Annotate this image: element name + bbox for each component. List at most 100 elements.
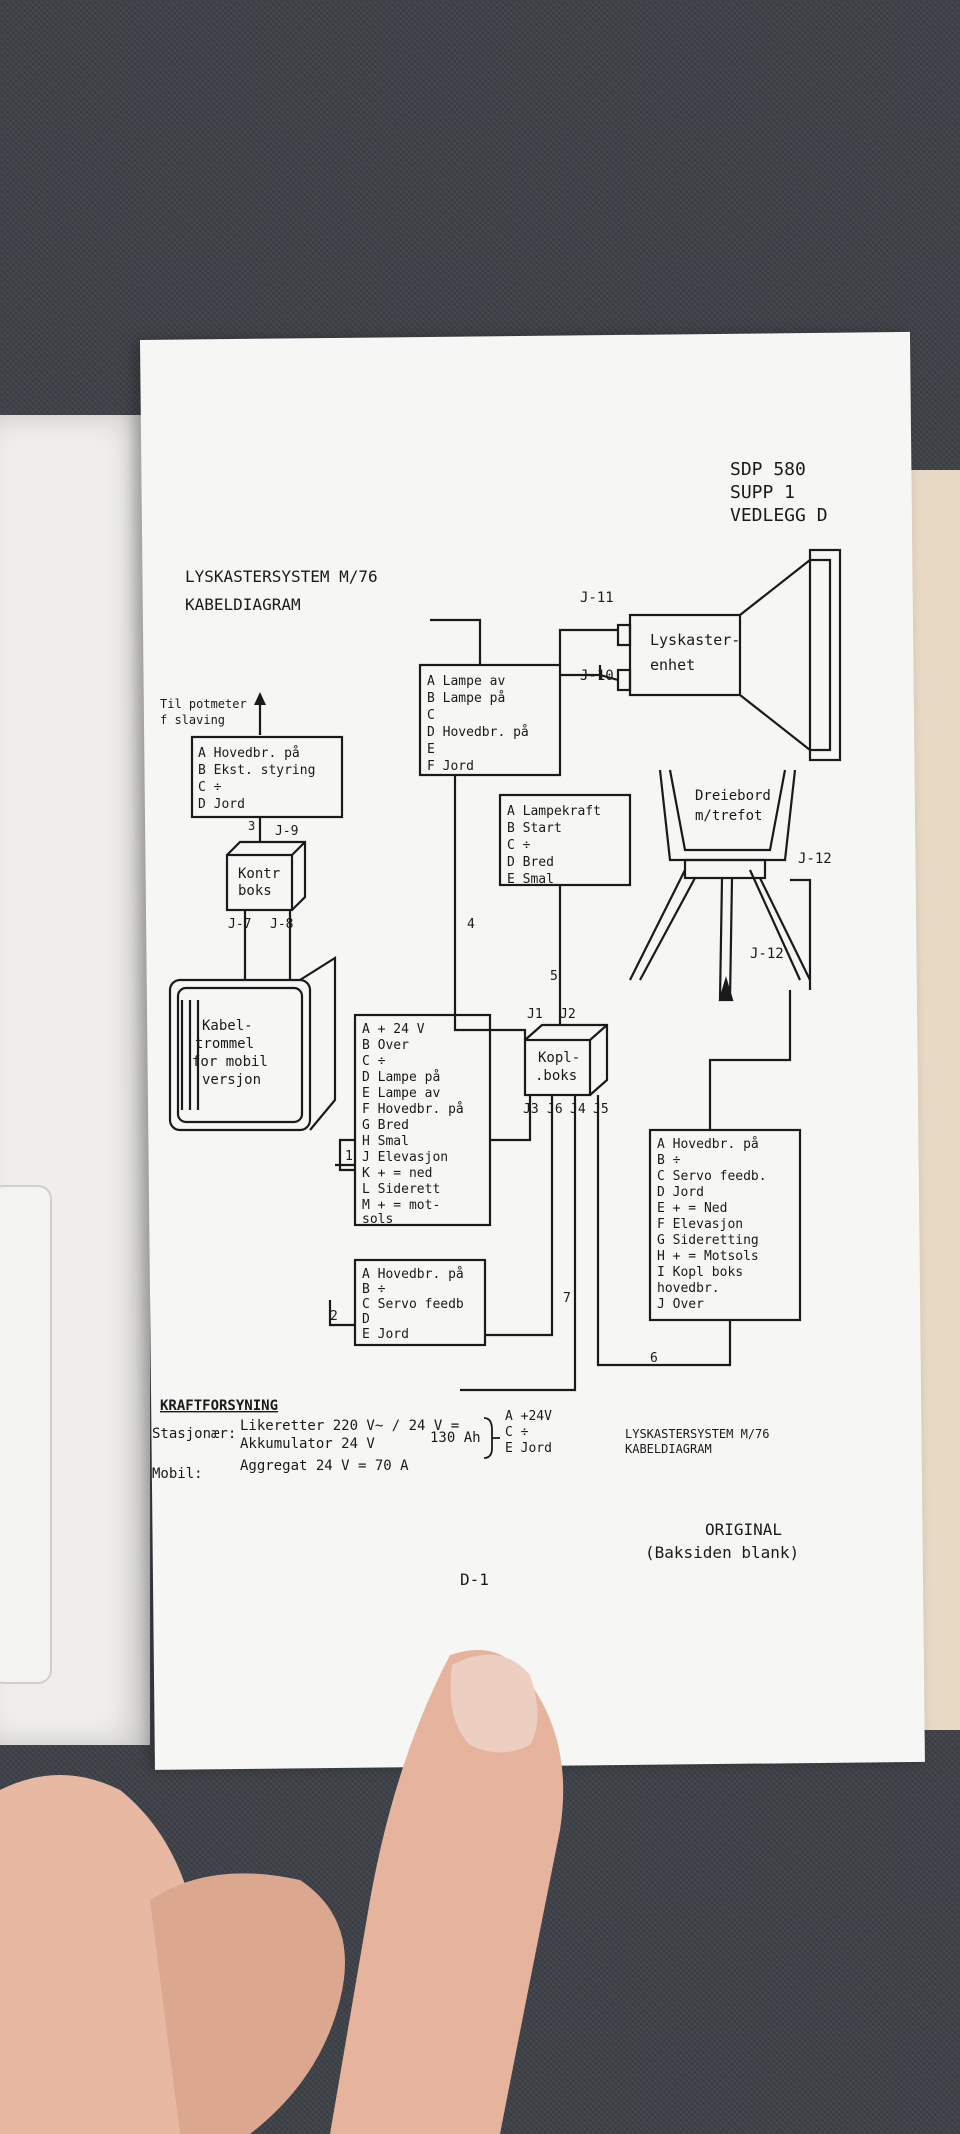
cable-5: 5: [550, 969, 558, 984]
power-heading: KRAFTFORSYNING: [160, 1398, 278, 1414]
pin-text: A Hovedbr. på: [198, 746, 300, 761]
brace-icon: [483, 1417, 500, 1459]
pin-text: A Hovedbr. på: [657, 1137, 759, 1152]
cable-6: 6: [650, 1351, 658, 1366]
power-out-c: C ÷: [505, 1425, 529, 1440]
footer-caption-2: KABELDIAGRAM: [625, 1442, 712, 1456]
connector-j8: J-8: [270, 917, 293, 932]
kopl-label-2: .boks: [535, 1068, 577, 1084]
lyskaster-label-2: enhet: [650, 656, 695, 674]
stationary-line2: Akkumulator 24 V: [240, 1436, 375, 1452]
lampe-pin-list: A Lampe av B Lampe på C D Hovedbr. på E …: [427, 674, 529, 774]
pin-text: K + = ned: [362, 1166, 432, 1181]
pin-text: B Ekst. styring: [198, 763, 315, 778]
kabel-label-1: Kabel-: [202, 1018, 253, 1034]
pin-text: C ÷: [362, 1054, 386, 1069]
title-line1: LYSKASTERSYSTEM M/76: [185, 567, 378, 586]
servo-pin-list: A Hovedbr. på B ÷ C Servo feedb D E Jord: [362, 1267, 464, 1342]
appendix-label: VEDLEGG D: [730, 505, 828, 526]
pin-text: hovedbr.: [657, 1281, 720, 1296]
pin-text: I Kopl boks: [657, 1265, 743, 1280]
cable-3: 3: [248, 819, 255, 833]
kontr-pin-box: [190, 735, 344, 819]
kabel-pin-list: A + 24 V B Over C ÷ D Lampe på E Lampe a…: [362, 1022, 464, 1227]
kontr-pin-list: A Hovedbr. på B Ekst. styring C ÷ D Jord: [198, 746, 315, 812]
kopl-label-1: Kopl-: [538, 1050, 580, 1066]
kontr-boks: [225, 840, 307, 912]
power-out-a: A +24V: [505, 1409, 552, 1424]
pin-text: H + = Motsols: [657, 1249, 759, 1264]
connector-j1: J1: [527, 1007, 543, 1022]
footer-caption-1: LYSKASTERSYSTEM M/76: [625, 1427, 770, 1441]
pin-text: E Jord: [362, 1327, 409, 1342]
kontr-label-2: boks: [238, 883, 272, 899]
stationary-capacity: 130 Ah: [430, 1430, 481, 1446]
stationary-label: Stasjonær:: [152, 1426, 236, 1442]
pin-text: D Jord: [657, 1185, 704, 1200]
power-out-e: E Jord: [505, 1441, 552, 1456]
pin-text: A Lampekraft: [507, 804, 601, 819]
pin-text: F Jord: [427, 759, 474, 774]
pin-text: F Elevasjon: [657, 1217, 743, 1232]
pin-text: B Over: [362, 1038, 409, 1053]
pin-text: A Hovedbr. på: [362, 1267, 464, 1282]
kabel-label-3: for mobil: [192, 1054, 268, 1070]
supp-label: SUPP 1: [730, 482, 795, 503]
potmeter-label-2: f slaving: [160, 713, 225, 727]
cable-diagram: SDP 580 SUPP 1 VEDLEGG D LYSKASTERSYSTEM…: [152, 459, 842, 1589]
dreiebord-pin-list: A Hovedbr. på B ÷ C Servo feedb. D Jord …: [657, 1137, 767, 1312]
original-label: ORIGINAL: [705, 1520, 782, 1539]
pin-text: E Lampe av: [362, 1086, 440, 1101]
cable-1: 1: [345, 1149, 353, 1164]
pin-text: D: [362, 1312, 370, 1327]
page-number: D-1: [460, 1570, 489, 1589]
pin-text: L Siderett: [362, 1182, 440, 1197]
pin-text: E Smal: [507, 872, 554, 887]
connector-j9: J-9: [275, 824, 298, 839]
pin-text: D Jord: [198, 797, 245, 812]
kabel-label-2: trommel: [195, 1036, 254, 1052]
cable-4: 4: [467, 917, 475, 932]
doc-id: SDP 580: [730, 459, 806, 480]
left-page: [0, 415, 150, 1745]
lyskaster-label-1: Lyskaster-: [650, 631, 740, 649]
pin-text: C Servo feedb: [362, 1297, 464, 1312]
kabeltrommel: [168, 956, 337, 1132]
lampekraft-pin-box: [498, 793, 632, 887]
kopl-boks: [523, 1023, 609, 1097]
pin-text: E: [427, 742, 435, 757]
lampe-pin-box: [418, 663, 562, 777]
pin-text: B Lampe på: [427, 691, 505, 706]
pin-text: B ÷: [657, 1153, 681, 1168]
pin-text: C: [427, 708, 435, 723]
title-line2: KABELDIAGRAM: [185, 595, 301, 614]
pin-text: F Hovedbr. på: [362, 1102, 464, 1117]
pin-text: D Hovedbr. på: [427, 725, 529, 740]
connector-j12b: J-12: [750, 946, 784, 962]
backside-label: (Baksiden blank): [645, 1543, 799, 1562]
pin-text: A + 24 V: [362, 1022, 425, 1037]
lampekraft-pin-list: A Lampekraft B Start C ÷ D Bred E Smal: [507, 804, 601, 887]
pin-text: C ÷: [198, 780, 222, 795]
cable-lines: [243, 618, 812, 1392]
stationary-line1: Likeretter 220 V~ / 24 V =: [240, 1418, 459, 1434]
kontr-label-1: Kontr: [238, 866, 280, 882]
connector-j11: J-11: [580, 590, 614, 606]
kabel-label-4: versjon: [202, 1072, 261, 1088]
pin-text: G Sideretting: [657, 1233, 759, 1248]
potmeter-label-1: Til potmeter: [160, 697, 247, 711]
cable-7: 7: [563, 1291, 571, 1306]
pin-text: C Servo feedb.: [657, 1169, 767, 1184]
left-page-panel: [0, 1185, 52, 1684]
pin-text: M + = mot-: [362, 1198, 440, 1213]
pin-text: H Smal: [362, 1134, 409, 1149]
pin-text: C ÷: [507, 838, 531, 853]
pin-text: B Start: [507, 821, 562, 836]
connector-j2: J2: [560, 1007, 576, 1022]
mobile-label: Mobil:: [152, 1466, 203, 1482]
dreiebord-tripod: [629, 769, 811, 1002]
pin-text: A Lampe av: [427, 674, 505, 689]
dreiebord-label-1: Dreiebord: [695, 788, 771, 804]
potmeter-arrow: [254, 692, 266, 735]
